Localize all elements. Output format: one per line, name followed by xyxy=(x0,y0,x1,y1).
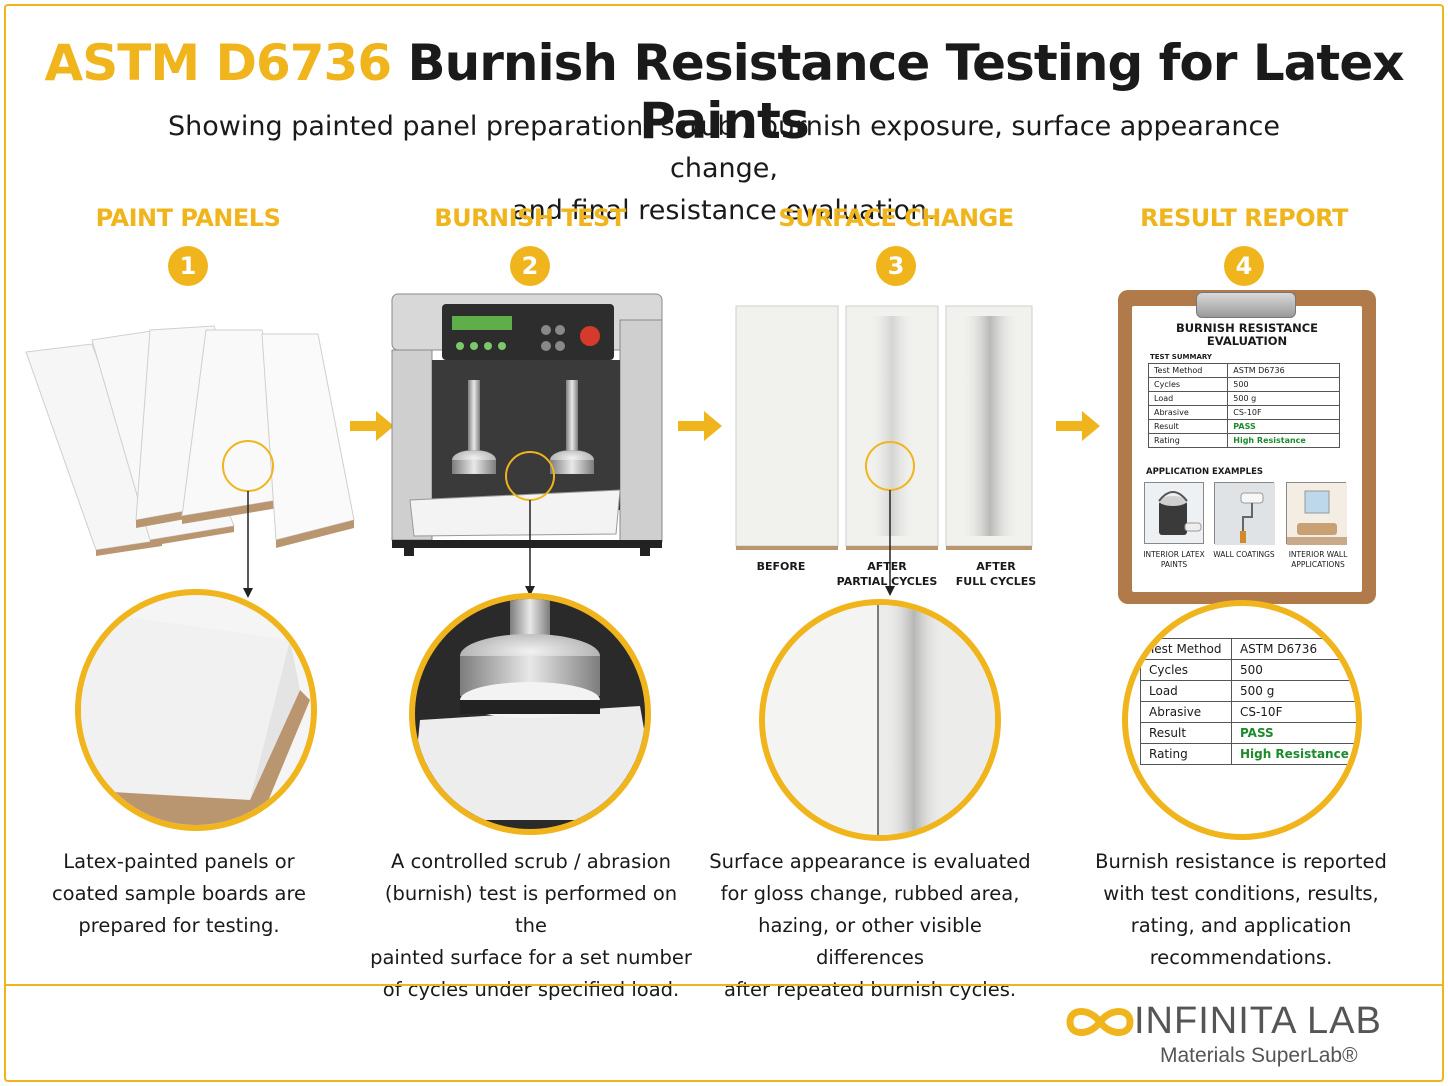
step-4-badge: 4 xyxy=(1224,246,1264,286)
subtitle-line-1: Showing painted panel preparation, scrub… xyxy=(168,111,1280,184)
step-3-badge: 3 xyxy=(876,246,916,286)
title-accent: ASTM D6736 xyxy=(44,34,393,92)
paint-bucket-icon xyxy=(1144,482,1204,544)
brand-tagline: Materials SuperLab® xyxy=(1160,1044,1358,1067)
paint-panel-stack xyxy=(25,325,355,556)
report-applications-label: APPLICATION EXAMPLES xyxy=(1146,467,1264,477)
report-title-line-2: EVALUATION xyxy=(1206,334,1288,348)
subtitle-line-2: and final resistance evaluation. xyxy=(512,195,936,226)
footer-divider xyxy=(6,984,1442,986)
page-title: ASTM D6736 Burnish Resistance Testing fo… xyxy=(0,34,1448,150)
step-4-title: RESULT REPORT xyxy=(1140,204,1348,232)
report-title-line-1: BURNISH RESISTANCE xyxy=(1175,321,1319,335)
zoom-panel-edge xyxy=(75,589,317,831)
interior-room-icon xyxy=(1286,482,1347,545)
arrow-right-icon-3 xyxy=(1056,411,1100,441)
step-2-badge: 2 xyxy=(510,246,550,286)
step-1-title: PAINT PANELS xyxy=(95,204,281,232)
panel-label-before: BEFORE xyxy=(756,560,806,573)
test-panel-full xyxy=(945,305,1033,550)
report-summary-label: TEST SUMMARY xyxy=(1150,353,1212,361)
step-2-description: A controlled scrub / abrasion(burnish) t… xyxy=(370,850,692,1001)
panel-label-full: AFTER FULL CYCLES xyxy=(955,560,1037,588)
zoom-surface-change xyxy=(759,599,1001,841)
step-2-title: BURNISH TEST xyxy=(434,204,626,232)
zoom-burnish-head xyxy=(409,593,651,835)
clipboard-clip-icon xyxy=(1196,292,1296,318)
title-rest: Burnish Resistance Testing for Latex Pai… xyxy=(391,34,1405,150)
step-1-badge: 1 xyxy=(168,246,208,286)
burnish-machine xyxy=(391,293,663,556)
test-panel-partial xyxy=(845,305,939,550)
page-subtitle: Showing painted panel preparation, scrub… xyxy=(124,106,1324,232)
paint-panel-5 xyxy=(261,333,355,548)
app-label-wall-coatings: WALL COATINGS xyxy=(1213,550,1275,559)
infinity-logo-icon xyxy=(1066,1008,1134,1036)
paint-roller-icon xyxy=(1214,482,1275,545)
brand-name: INFINITA LAB xyxy=(1134,1000,1382,1042)
page-frame xyxy=(4,4,1444,1082)
panel-label-partial: AFTER PARTIAL CYCLES xyxy=(836,560,938,588)
test-panel-before xyxy=(735,305,839,550)
arrow-right-icon-1 xyxy=(350,411,394,441)
step-3-title: SURFACE CHANGE xyxy=(778,204,1014,232)
arrow-right-icon-2 xyxy=(678,411,722,441)
